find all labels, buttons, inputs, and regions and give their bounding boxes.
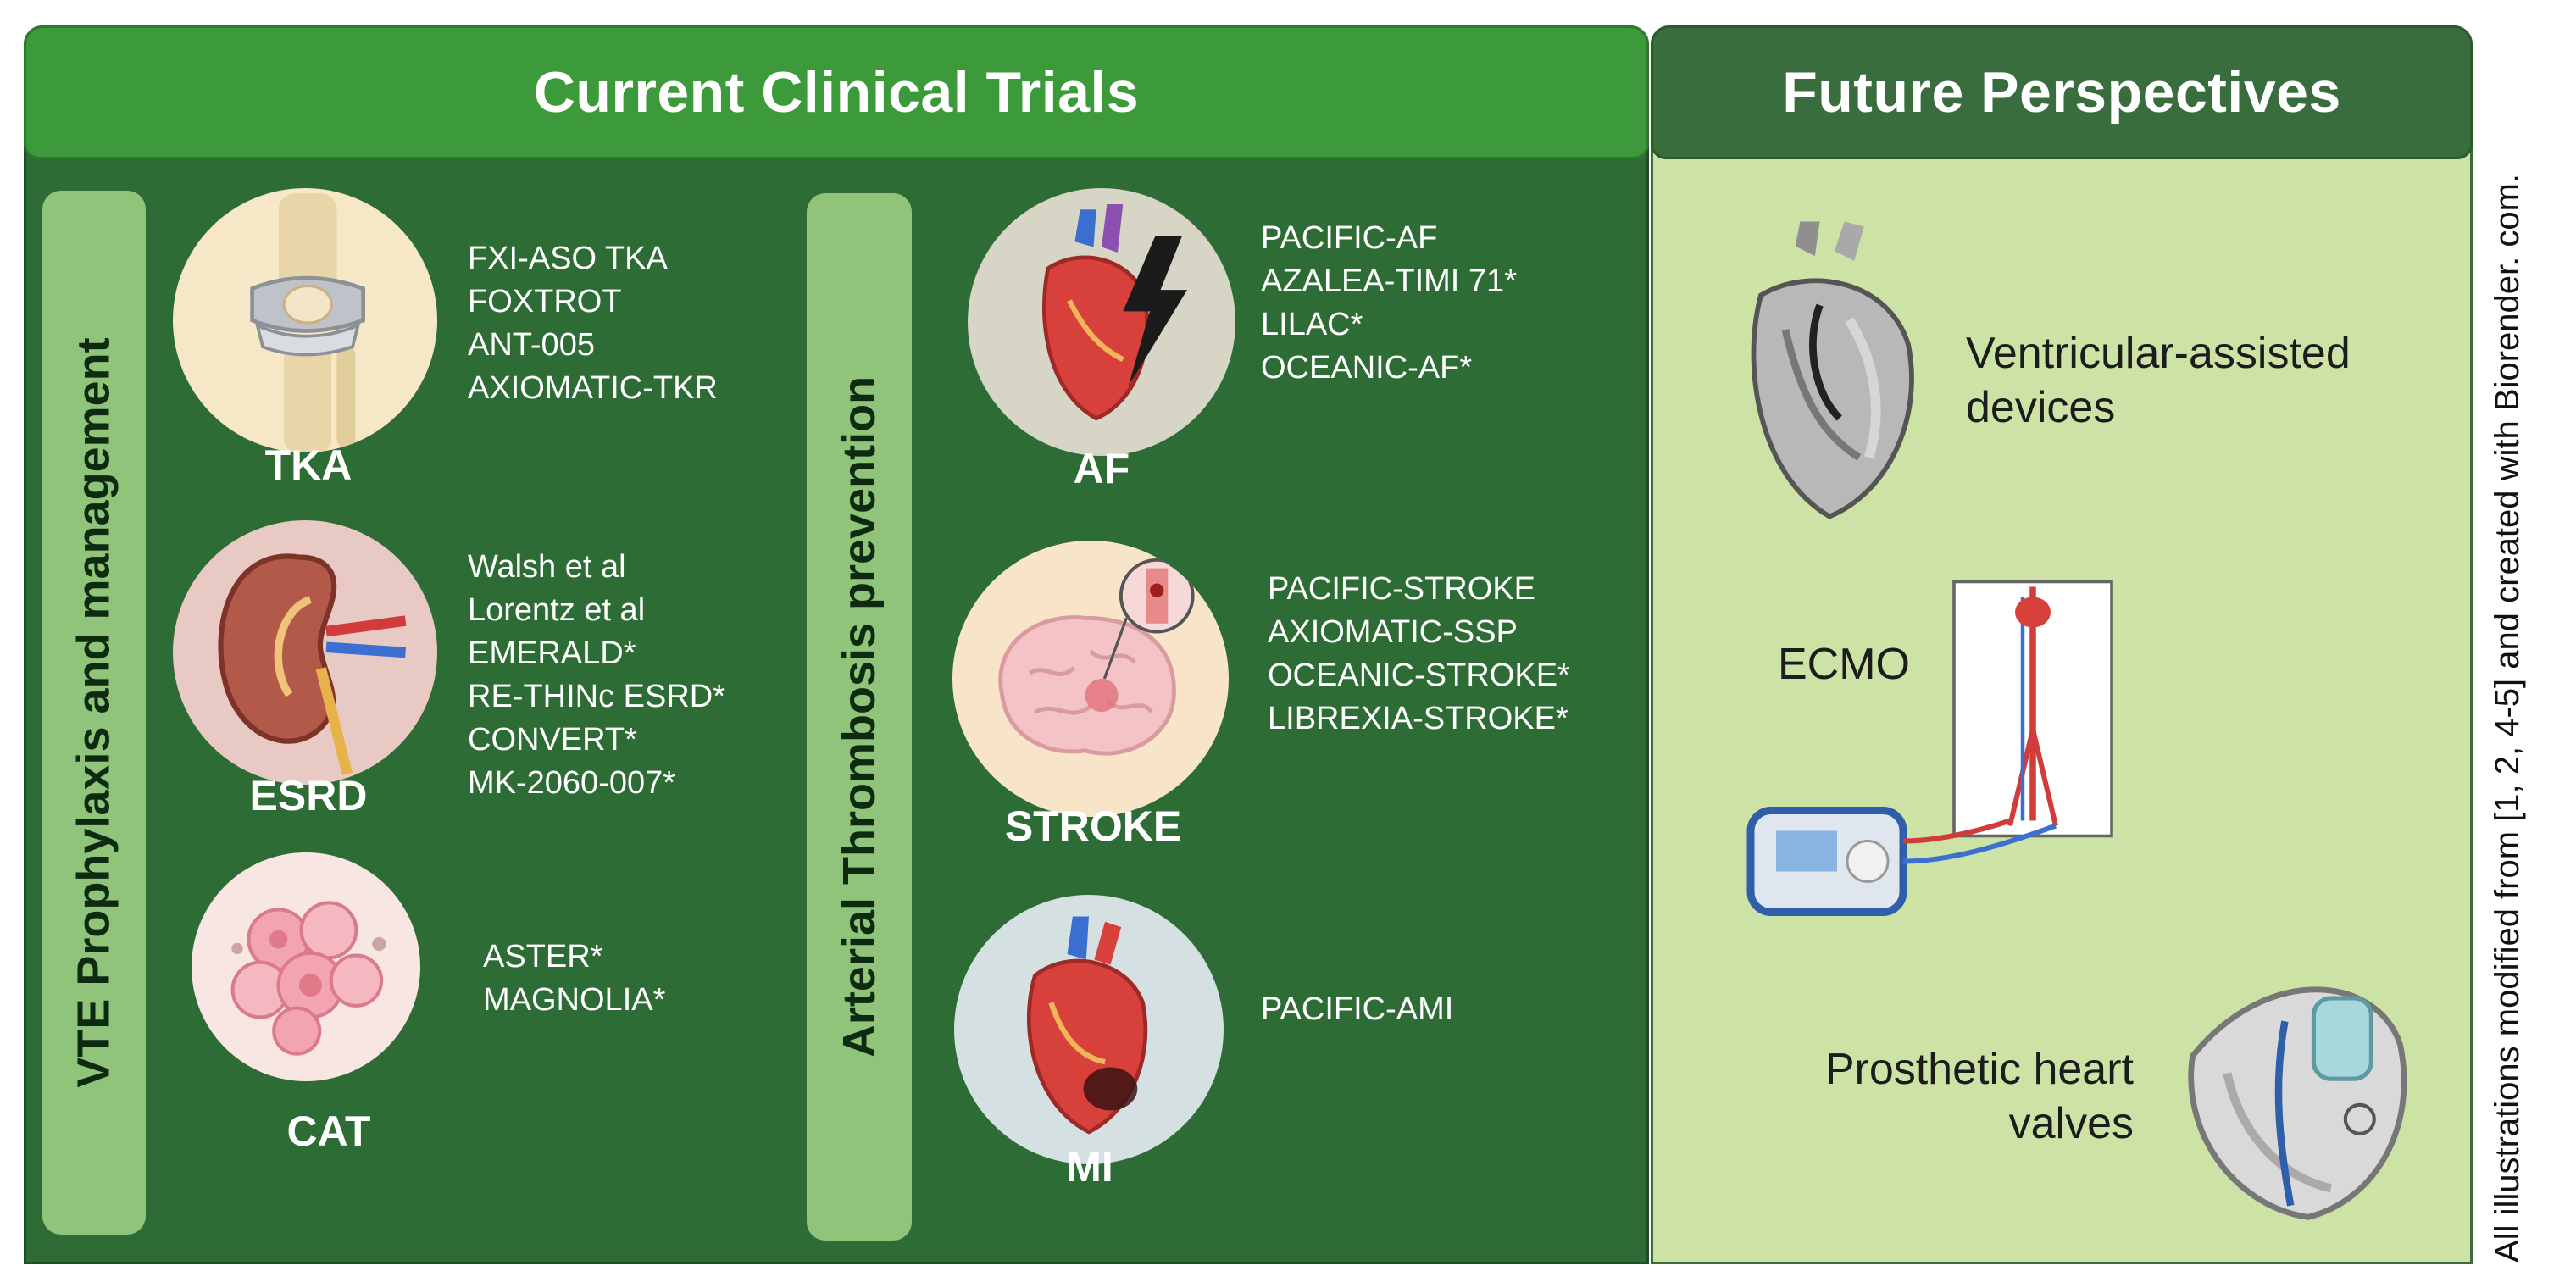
current-trials-title: Current Clinical Trials	[533, 60, 1140, 125]
vad-label-line-2: devices	[1966, 383, 2116, 432]
vte-side-label: VTE Prophylaxis and management	[42, 191, 146, 1235]
trial-item: CONVERT*	[468, 722, 637, 758]
heart-infarct-icon	[954, 895, 1224, 1164]
trial-item: PACIFIC-AMI	[1261, 991, 1454, 1027]
cat-trials-list: ASTER* MAGNOLIA*	[483, 935, 665, 1022]
ecmo-label: ECMO	[1778, 640, 1910, 689]
trial-item: PACIFIC-STROKE	[1268, 571, 1535, 607]
arterial-label-text: Arterial Thrombosis prevention	[834, 375, 885, 1058]
knee-icon	[173, 188, 437, 452]
trial-item: AZALEA-TIMI 71*	[1261, 264, 1517, 299]
kidney-icon	[173, 520, 437, 785]
trial-item: AXIOMATIC-TKR	[468, 370, 718, 406]
trial-item: MK-2060-007*	[468, 765, 676, 801]
arterial-side-label: Arterial Thrombosis prevention	[807, 193, 912, 1241]
trial-item: FOXTROT	[468, 284, 622, 319]
current-trials-header: Current Clinical Trials	[24, 25, 1649, 159]
trial-item: ANT-005	[468, 327, 595, 363]
ecmo-machine-icon	[1735, 576, 2117, 941]
condition-label-tka: TKA	[264, 441, 353, 489]
brain-icon	[952, 541, 1229, 817]
trial-item: FXI-ASO TKA	[468, 241, 668, 276]
af-trials-list: PACIFIC-AF AZALEA-TIMI 71* LILAC* OCEANI…	[1261, 217, 1517, 390]
condition-label-af: AF	[1073, 445, 1130, 492]
valves-label: Prosthetic heart valves	[1795, 1042, 2134, 1151]
illustration-credit: All illustrations modified from [1, 2, 4…	[2489, 173, 2526, 1263]
vad-label: Ventricular-assisted devices	[1966, 326, 2351, 435]
vte-label-text: VTE Prophylaxis and management	[69, 337, 120, 1088]
trial-item: Lorentz et al	[468, 592, 646, 628]
vad-label-line-1: Ventricular-assisted	[1966, 329, 2351, 378]
trial-item: EMERALD*	[468, 636, 636, 671]
cancer-cells-icon	[192, 852, 420, 1081]
condition-label-mi: MI	[1066, 1143, 1113, 1191]
trial-item: OCEANIC-STROKE*	[1268, 658, 1570, 693]
trial-item: Walsh et al	[468, 549, 626, 585]
trial-item: AXIOMATIC-SSP	[1268, 614, 1518, 650]
mi-trials-list: PACIFIC-AMI	[1261, 988, 1453, 1031]
stroke-trials-list: PACIFIC-STROKE AXIOMATIC-SSP OCEANIC-STR…	[1268, 568, 1570, 741]
condition-label-stroke: STROKE	[1004, 802, 1182, 850]
valves-label-line-1: Prosthetic heart	[1824, 1045, 2134, 1094]
condition-label-esrd: ESRD	[249, 772, 368, 819]
future-perspectives-title: Future Perspectives	[1782, 60, 2341, 125]
tka-trials-list: FXI-ASO TKA FOXTROT ANT-005 AXIOMATIC-TK…	[468, 237, 718, 410]
condition-label-cat: CAT	[286, 1108, 371, 1155]
trial-item: MAGNOLIA*	[483, 982, 666, 1018]
valve-heart-icon	[2152, 941, 2440, 1229]
trial-item: LILAC*	[1261, 307, 1363, 342]
trial-item: LIBREXIA-STROKE*	[1268, 701, 1568, 736]
vad-heart-icon	[1712, 220, 1957, 542]
future-perspectives-header: Future Perspectives	[1651, 25, 2473, 159]
valves-label-line-2: valves	[2008, 1099, 2134, 1148]
heart-lightning-icon	[968, 188, 1235, 456]
trial-item: ASTER*	[483, 939, 603, 974]
esrd-trials-list: Walsh et al Lorentz et al EMERALD* RE-TH…	[468, 546, 725, 805]
trial-item: RE-THINc ESRD*	[468, 679, 726, 714]
trial-item: OCEANIC-AF*	[1261, 350, 1473, 386]
trial-item: PACIFIC-AF	[1261, 220, 1438, 256]
